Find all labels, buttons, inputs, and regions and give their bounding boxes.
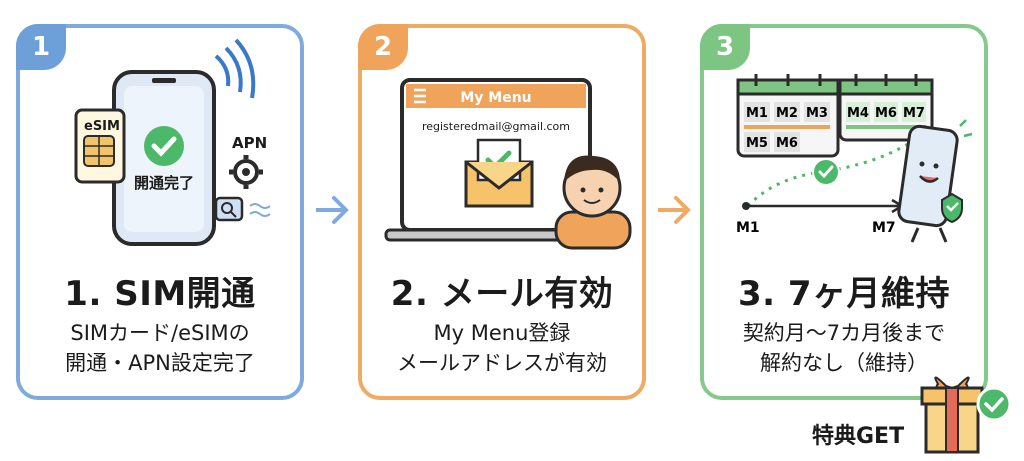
timeline-end-label: M7 — [872, 220, 896, 236]
search-icon — [214, 196, 244, 222]
month-label: M4 — [847, 106, 869, 121]
description-line: My Menu登録 — [433, 321, 571, 345]
step-description: SIMカード/eSIMの 開通・APN設定完了 — [20, 318, 300, 378]
gift-box-icon — [920, 376, 1012, 454]
sim-activation-illustration: 開通完了 eSIM APN — [74, 38, 271, 246]
month-label: M1 — [746, 106, 768, 121]
month-label: M3 — [806, 106, 828, 121]
gear-icon — [233, 159, 259, 185]
step-number-badge: 3 — [700, 24, 750, 70]
step-title: 3. 7ヶ月維持 — [737, 274, 951, 314]
step-description: 契約月〜7カ月後まで 解約なし（維持） — [704, 318, 984, 378]
step-number-badge: 2 — [358, 24, 408, 70]
step-card-2: 2 My Menu registeredmail@gmail.com 2. メー… — [358, 24, 646, 400]
description-line: 解約なし（維持） — [760, 351, 928, 375]
step-title: 1. SIM開通 — [64, 274, 256, 314]
retention-illustration: M1 M2 M3 M5 M6 M4 M6 M7 M1 M7 — [736, 74, 973, 243]
check-circle-icon — [144, 126, 184, 166]
month-label: M2 — [776, 106, 798, 121]
month-label: M7 — [903, 106, 925, 121]
description-line: SIMカード/eSIMの — [70, 321, 250, 345]
step-number-badge: 1 — [16, 24, 66, 70]
apn-label: APN — [232, 134, 267, 152]
step-card-3: 3 M1 M2 M3 M5 M6 M4 M6 M7 — [700, 24, 988, 400]
month-label: M5 — [746, 136, 768, 151]
email-address: registeredmail@gmail.com — [422, 120, 570, 133]
menu-title: My Menu — [460, 90, 531, 106]
screen-status-text: 開通完了 — [134, 174, 194, 192]
timeline-start-label: M1 — [736, 220, 760, 236]
month-label: M6 — [776, 136, 798, 151]
description-line: メールアドレスが有効 — [397, 351, 607, 375]
arrow-right-icon — [658, 196, 691, 224]
description-line: 開通・APN設定完了 — [65, 351, 255, 375]
step-card-1: 1 開通完了 eSIM APN 1. SIM開通 — [16, 24, 304, 400]
esim-label: eSIM — [84, 119, 120, 134]
check-circle-icon — [976, 386, 1012, 422]
signal-wave-icon — [214, 54, 231, 87]
step-title: 2. メール有効 — [390, 274, 614, 314]
description-line: 契約月〜7カ月後まで — [742, 321, 946, 345]
reward-label: 特典GET — [812, 424, 905, 449]
calendar-icon: M1 M2 M3 M5 M6 — [736, 74, 840, 158]
happy-phone-icon — [897, 119, 973, 243]
calendar-icon: M4 M6 M7 — [838, 74, 934, 142]
arrow-right-icon — [316, 196, 349, 224]
email-registration-illustration: My Menu registeredmail@gmail.com — [384, 78, 632, 250]
step-description: My Menu登録 メールアドレスが有効 — [362, 318, 642, 378]
month-label: M6 — [875, 106, 897, 121]
